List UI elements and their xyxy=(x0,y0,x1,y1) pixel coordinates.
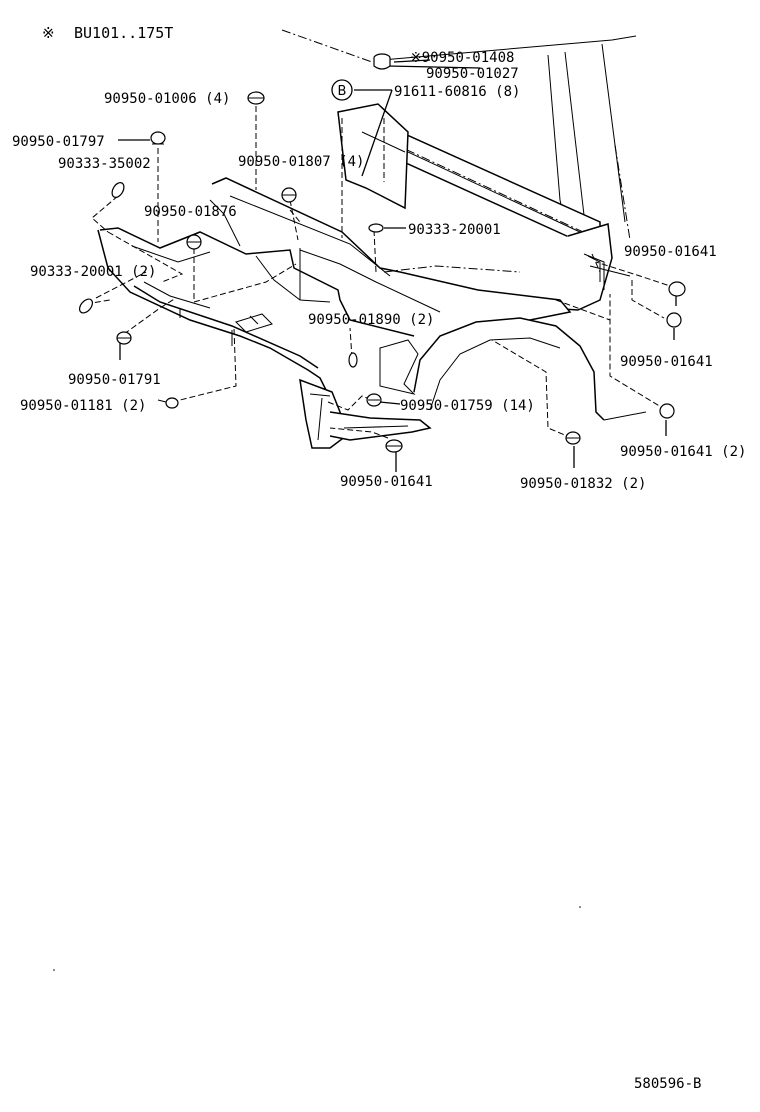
plug-01006-icon xyxy=(247,91,265,105)
label-90950-01641-bottom: 90950-01641 xyxy=(340,474,433,490)
clip-01797-icon xyxy=(150,131,166,145)
label-90950-01807: 90950-01807 (4) xyxy=(238,154,364,170)
callout-b-letter: B xyxy=(338,84,347,99)
diagram-code: 580596-B xyxy=(634,1076,701,1092)
plug-01791-icon xyxy=(116,331,132,345)
plug-01807-icon xyxy=(281,187,297,203)
label-90950-01027: 90950-01027 xyxy=(426,66,519,82)
fastener-parts xyxy=(78,53,686,453)
clip-01759-icon xyxy=(366,393,382,407)
label-90333-20001: 90333-20001 xyxy=(408,222,501,238)
header-symbol: ※ xyxy=(42,24,55,42)
grommet-01890-icon xyxy=(348,352,358,368)
grommet-35002-icon xyxy=(111,182,125,198)
label-90950-01876: 90950-01876 xyxy=(144,204,237,220)
label-90950-01408: ※90950-01408 xyxy=(410,50,514,66)
label-90950-01797: 90950-01797 xyxy=(12,134,105,150)
label-90950-01641-right-top: 90950-01641 xyxy=(624,244,717,260)
plug-01641-r3-icon xyxy=(659,403,675,419)
label-90333-20001-2: 90333-20001 (2) xyxy=(30,264,156,280)
label-91611-60816: 91611-60816 (8) xyxy=(394,84,520,100)
label-90950-01832: 90950-01832 (2) xyxy=(520,476,646,492)
plug-01641-r1-icon xyxy=(668,281,686,297)
vehicle-body-outline xyxy=(97,29,647,449)
label-90333-35002: 90333-35002 xyxy=(58,156,151,172)
label-90950-01890: 90950-01890 (2) xyxy=(308,312,434,328)
label-90950-01181: 90950-01181 (2) xyxy=(20,398,146,414)
label-90950-01791: 90950-01791 xyxy=(68,372,161,388)
grommet-20001a-icon xyxy=(368,223,384,233)
clip-01181-icon xyxy=(157,397,179,409)
solid-leaders xyxy=(118,59,677,472)
grommet-20001b-icon xyxy=(78,298,94,314)
label-90950-01006: 90950-01006 (4) xyxy=(104,91,230,107)
label-90950-01759: 90950-01759 (14) xyxy=(400,398,535,414)
header-model: BU101..175T xyxy=(74,24,173,42)
plug-01832-icon xyxy=(565,431,581,445)
plug-01408-icon xyxy=(373,53,391,70)
plug-01641-r2-icon xyxy=(666,312,682,328)
plug-01641-bottom-icon xyxy=(385,439,403,453)
label-90950-01641-right-mid: 90950-01641 xyxy=(620,354,713,370)
part-labels: ※90950-01408 90950-01027 91611-60816 (8)… xyxy=(12,50,746,492)
callout-b: B xyxy=(331,79,353,101)
plug-01876-icon xyxy=(186,234,202,250)
label-90950-01641-right-bottom: 90950-01641 (2) xyxy=(620,444,746,460)
